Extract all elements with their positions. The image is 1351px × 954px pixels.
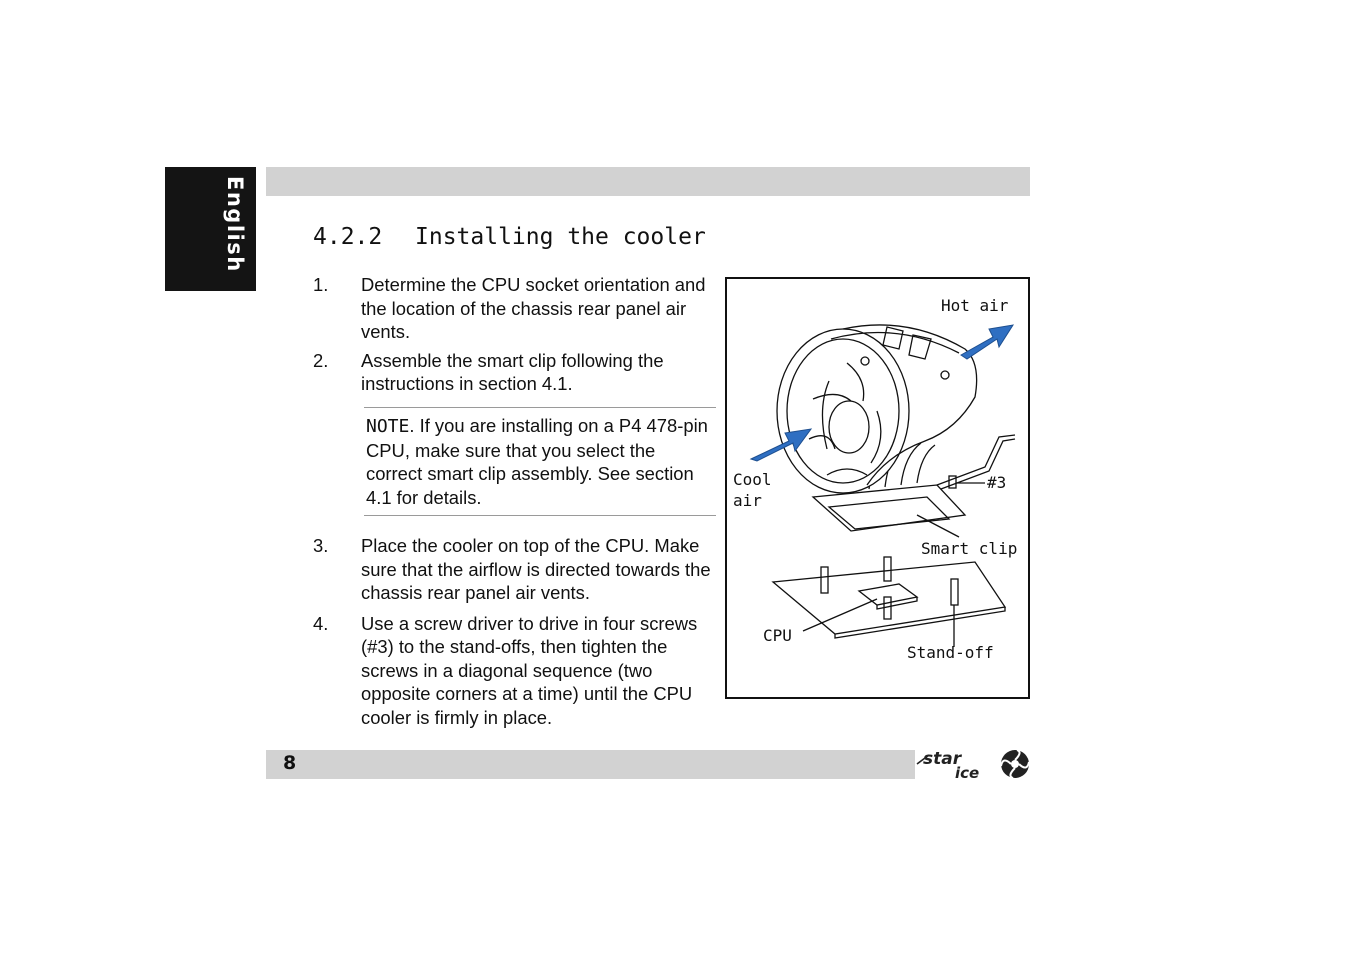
- cool-air-arrow-icon: [749, 428, 813, 462]
- steps-list-b: 3. Place the cooler on top of the CPU. M…: [313, 534, 718, 729]
- hot-air-arrow-icon: [960, 324, 1015, 360]
- cpu-chip: [857, 583, 919, 606]
- steps-list-a: 1. Determine the CPU socket orientation …: [313, 273, 718, 396]
- step-number: 2.: [313, 349, 329, 371]
- note-box: NOTE. If you are installing on a P4 478-…: [364, 407, 716, 516]
- leader-smart-clip: [916, 514, 960, 538]
- step-3: 3. Place the cooler on top of the CPU. M…: [313, 534, 718, 605]
- header-bar: [266, 167, 1030, 196]
- step-text: Place the cooler on top of the CPU. Make…: [361, 535, 711, 603]
- page-number: 8: [283, 752, 297, 774]
- fan-housing: [776, 328, 910, 494]
- step-number: 1.: [313, 274, 329, 295]
- section-heading: 4.2.2 Installing the cooler: [313, 224, 706, 250]
- svg-text:star: star: [923, 749, 963, 769]
- note-text: . If you are installing on a P4 478-pin …: [366, 415, 708, 508]
- step-text: Use a screw driver to drive in four scre…: [361, 612, 698, 728]
- step-text: Assemble the smart clip following the in…: [361, 349, 664, 395]
- svg-text:ice: ice: [955, 764, 979, 782]
- standoff: [950, 578, 959, 606]
- language-tab-label: English: [223, 176, 247, 273]
- step-2: 2. Assemble the smart clip following the…: [313, 349, 718, 396]
- step-number: 4.: [313, 612, 329, 634]
- language-tab: [165, 167, 256, 291]
- label-cpu: CPU: [763, 626, 792, 645]
- screw: [948, 475, 957, 489]
- cooler-installation-figure: Hot air Cool air #3 Smart clip CPU Stand…: [725, 277, 1030, 699]
- label-cool-air-1: Cool: [733, 470, 772, 489]
- label-smart-clip: Smart clip: [921, 539, 1017, 558]
- fan-hub: [828, 400, 870, 454]
- standoff: [883, 596, 892, 620]
- step-text: Determine the CPU socket orientation and…: [361, 274, 706, 342]
- leader-cpu: [802, 598, 878, 632]
- label-hot-air: Hot air: [941, 296, 1009, 315]
- label-standoff: Stand-off: [907, 643, 994, 662]
- smart-clip: [811, 484, 967, 532]
- label-cool-air-2: air: [733, 491, 762, 510]
- step-number: 3.: [313, 535, 329, 556]
- cooler-illustration: Hot air Cool air #3 Smart clip CPU Stand…: [733, 296, 1017, 662]
- standoff: [883, 556, 892, 582]
- step-1: 1. Determine the CPU socket orientation …: [313, 273, 718, 344]
- step-4: 4. Use a screw driver to drive in four s…: [313, 612, 718, 730]
- star-ice-logo: star ice: [916, 749, 1030, 782]
- standoff: [820, 566, 829, 594]
- section-title: Installing the cooler: [415, 224, 706, 250]
- note-label: NOTE: [366, 416, 410, 437]
- label-screw: #3: [987, 473, 1006, 492]
- fan-logo-icon: [1000, 749, 1030, 779]
- motherboard-plate: [771, 561, 1007, 635]
- footer-bar: [266, 750, 915, 779]
- section-number: 4.2.2: [313, 224, 383, 250]
